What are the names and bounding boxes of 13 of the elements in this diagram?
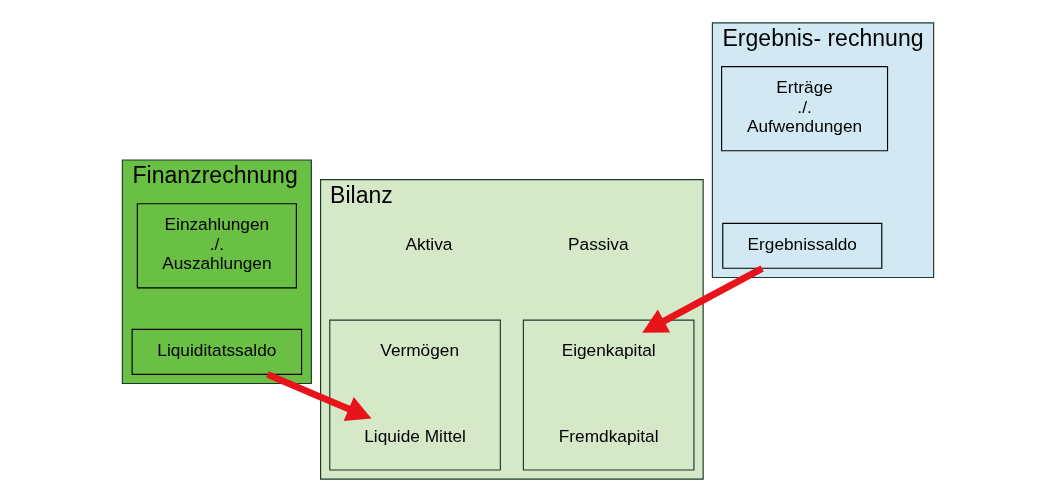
cluster xyxy=(522,319,694,471)
node-text: Aktiva xyxy=(404,233,452,254)
node-box: Erträge ./. Aufwendungen xyxy=(720,65,888,151)
node-text: Liquide Mittel xyxy=(363,425,466,446)
cluster xyxy=(328,319,501,471)
node-box: Einzahlungen ./. Auszahlungen xyxy=(136,202,297,288)
node-text: Passiva xyxy=(567,233,629,254)
node-text: Eigenkapital xyxy=(561,339,656,360)
node-text: Fremdkapital xyxy=(558,425,659,446)
node-box: Ergebnissaldo xyxy=(721,222,882,269)
node-text: Vermögen xyxy=(379,339,459,360)
arrow xyxy=(265,370,371,421)
node-box: Liquiditatssaldo xyxy=(131,328,302,375)
